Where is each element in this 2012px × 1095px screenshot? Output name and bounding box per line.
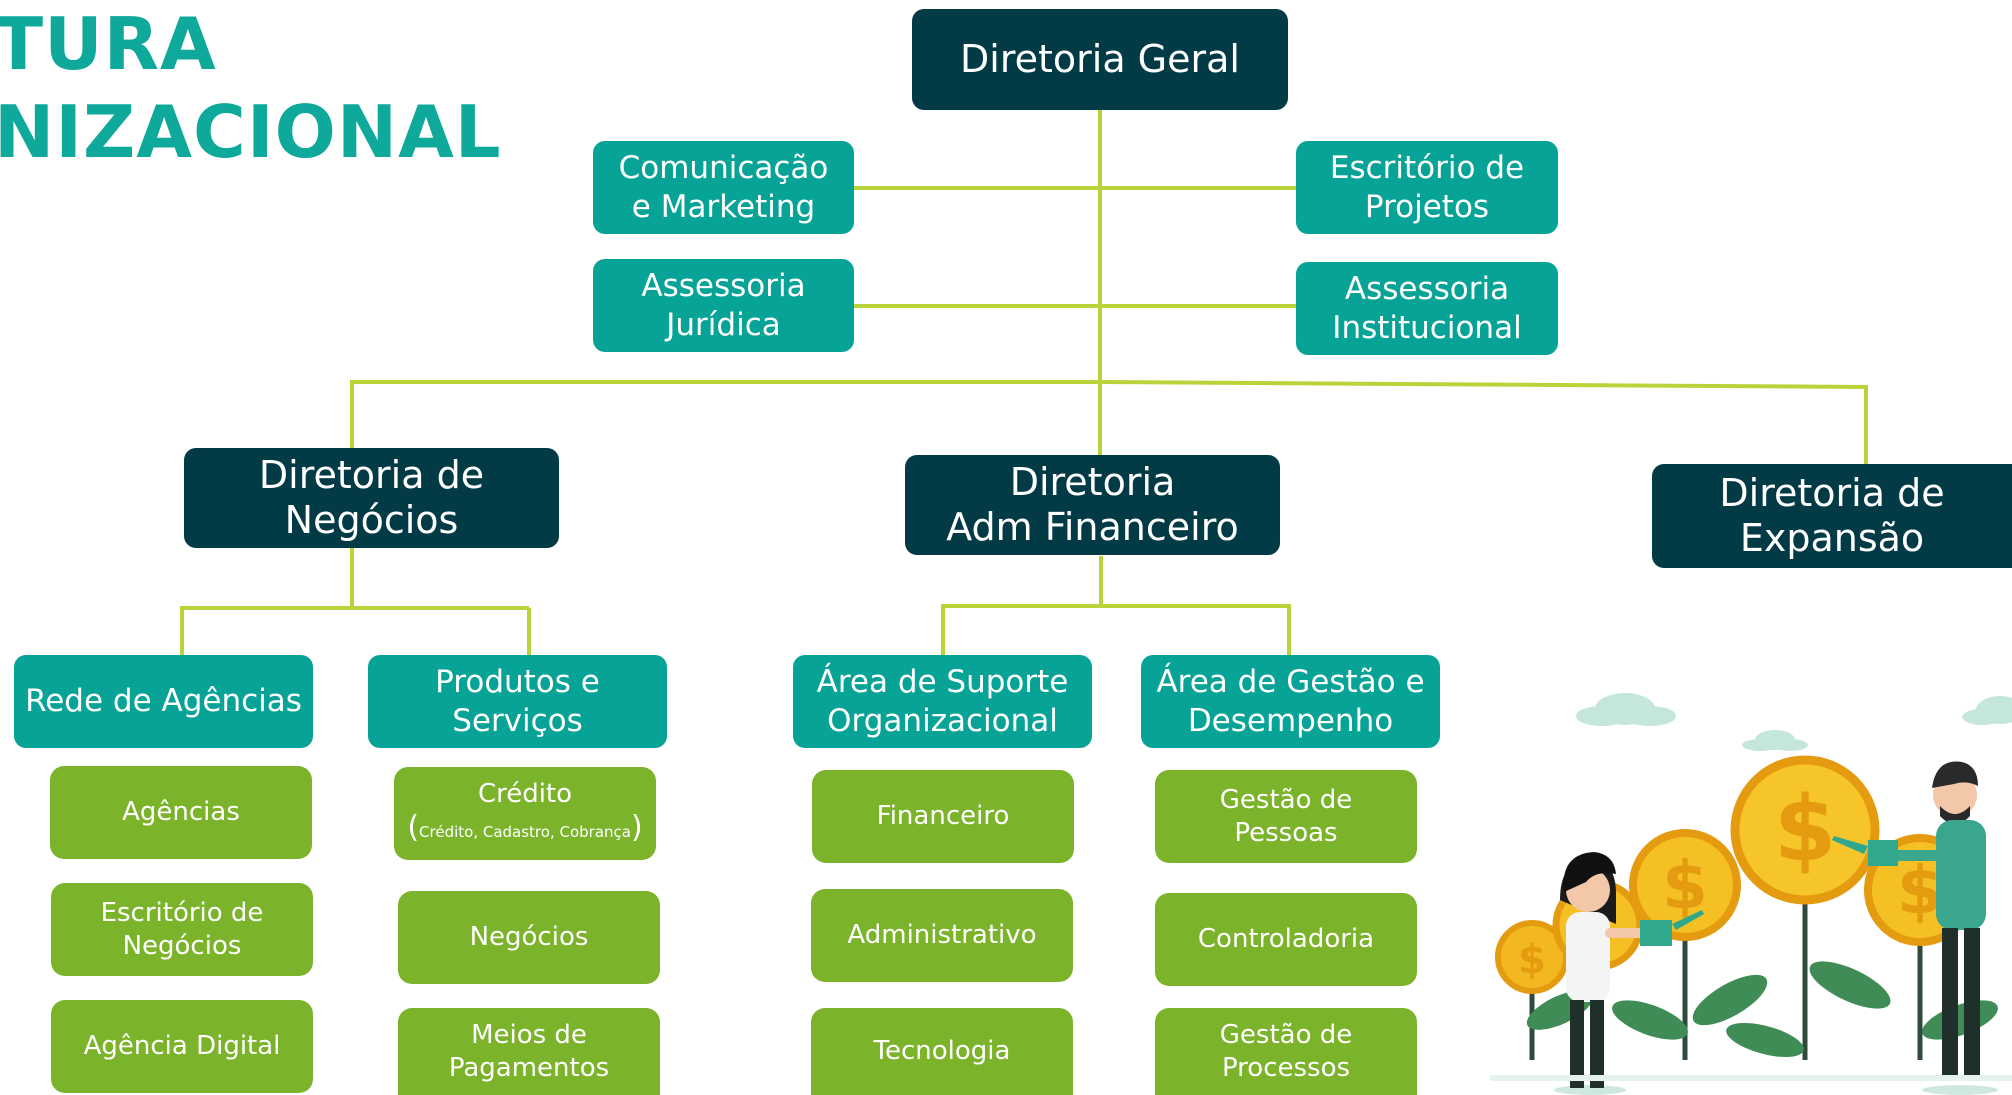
dir-adm-label-1: Diretoria <box>1009 460 1176 504</box>
negocios-label: Negócios <box>469 922 589 952</box>
agencia-digital-label: Agência Digital <box>83 1031 281 1061</box>
dir-expansao-label-2: Expansão <box>1739 516 1925 560</box>
assessoria-institucional-label-2: Institucional <box>1332 309 1522 346</box>
title-line-1: TURA <box>0 2 217 86</box>
escritorio-projetos-label-1: Escritório de <box>1329 149 1525 186</box>
credito-box: Crédito (Crédito, Cadastro, Cobrança) <box>394 767 656 860</box>
suporte-organizacional-box: Área de Suporte Organizacional <box>793 655 1092 748</box>
gestao-processos-box: Gestão de Processos <box>1155 1008 1417 1095</box>
svg-text:$: $ <box>1897 852 1943 929</box>
gestao-desempenho-box: Área de Gestão e Desempenho <box>1141 655 1440 748</box>
gestao-desempenho-label-1: Área de Gestão e <box>1156 663 1425 700</box>
financeiro-box: Financeiro <box>812 770 1074 863</box>
assessoria-institucional-label-1: Assessoria <box>1344 270 1510 307</box>
escritorio-projetos-label-2: Projetos <box>1364 188 1490 225</box>
comunicacao-marketing-box: Comunicação e Marketing <box>593 141 854 234</box>
gestao-processos-label-1: Gestão de <box>1219 1019 1353 1050</box>
meios-pagamentos-box: Meios de Pagamentos <box>398 1008 660 1095</box>
adm-branch-line <box>941 556 1103 656</box>
tecnologia-label: Tecnologia <box>873 1036 1011 1066</box>
escritorio-negocios-label-1: Escritório de <box>100 897 264 928</box>
dir-negocios-label-1: Diretoria de <box>258 453 485 497</box>
diretoria-negocios-box: Diretoria de Negócios <box>184 448 559 548</box>
credito-sub-label: (Crédito, Cadastro, Cobrança) <box>407 810 643 845</box>
assessoria-juridica-box: Assessoria Jurídica <box>593 259 854 352</box>
cloud-icon <box>1576 693 2012 751</box>
produtos-servicos-box: Produtos e Serviços <box>368 655 667 748</box>
svg-text:$: $ <box>1518 937 1546 983</box>
agencia-digital-box: Agência Digital <box>51 1000 313 1093</box>
money-tree-illustration: $ $ $ $ $ <box>1490 693 2012 1095</box>
directorates-line <box>350 380 1868 468</box>
credito-sub-text: Crédito, Cadastro, Cobrança <box>419 823 631 841</box>
escritorio-negocios-label-2: Negócios <box>122 930 242 961</box>
comunicacao-label-1: Comunicação <box>618 149 829 186</box>
gestao-processos-label-2: Processos <box>1221 1052 1351 1083</box>
dir-expansao-label-1: Diretoria de <box>1719 471 1945 515</box>
gestao-desempenho-label-2: Desempenho <box>1187 702 1394 739</box>
rede-agencias-box: Rede de Agências <box>14 655 313 748</box>
gestao-pessoas-label-2: Pessoas <box>1234 817 1338 848</box>
tecnologia-box: Tecnologia <box>811 1008 1073 1095</box>
meios-label-1: Meios de <box>471 1019 587 1050</box>
assessoria-juridica-label-2: Jurídica <box>666 306 781 343</box>
negocios-box: Negócios <box>398 891 660 984</box>
administrativo-box: Administrativo <box>811 889 1073 982</box>
produtos-label-1: Produtos e <box>435 663 600 700</box>
rede-agencias-label: Rede de Agências <box>25 683 302 719</box>
dir-adm-label-2: Adm Financeiro <box>946 505 1239 549</box>
assessoria-institucional-box: Assessoria Institucional <box>1296 262 1558 355</box>
gestao-pessoas-box: Gestão de Pessoas <box>1155 770 1417 863</box>
diretoria-geral-box: Diretoria Geral <box>912 9 1288 110</box>
diretoria-geral-label: Diretoria Geral <box>960 37 1240 81</box>
svg-text:$: $ <box>1774 777 1837 882</box>
gestao-pessoas-label-1: Gestão de <box>1219 784 1353 815</box>
page-title: TURA NIZACIONAL <box>0 0 502 176</box>
meios-label-2: Pagamentos <box>448 1052 610 1083</box>
financeiro-label: Financeiro <box>876 801 1010 831</box>
woman-figure-icon <box>1554 852 1704 1095</box>
suporte-label-1: Área de Suporte <box>816 663 1069 700</box>
negocios-branch-line <box>180 548 354 656</box>
agencias-box: Agências <box>50 766 312 859</box>
produtos-label-2: Serviços <box>452 702 583 739</box>
dollar-sign-icon: $ $ $ $ $ <box>1518 777 1943 983</box>
escritorio-negocios-box: Escritório de Negócios <box>51 883 313 976</box>
comunicacao-label-2: e Marketing <box>631 188 816 225</box>
dir-negocios-label-2: Negócios <box>284 498 459 542</box>
controladoria-box: Controladoria <box>1155 893 1417 986</box>
assessoria-juridica-label-1: Assessoria <box>641 267 806 304</box>
diretoria-expansao-box: Diretoria de Expansão <box>1652 464 2012 568</box>
credito-label: Crédito <box>477 779 573 809</box>
administrativo-label: Administrativo <box>847 920 1037 950</box>
title-line-2: NIZACIONAL <box>0 90 502 174</box>
controladoria-label: Controladoria <box>1197 924 1375 954</box>
man-figure-icon <box>1832 761 1998 1095</box>
diretoria-adm-financeiro-box: Diretoria Adm Financeiro <box>905 455 1280 555</box>
escritorio-projetos-box: Escritório de Projetos <box>1296 141 1558 234</box>
agencias-label: Agências <box>122 797 240 827</box>
suporte-label-2: Organizacional <box>827 702 1058 739</box>
